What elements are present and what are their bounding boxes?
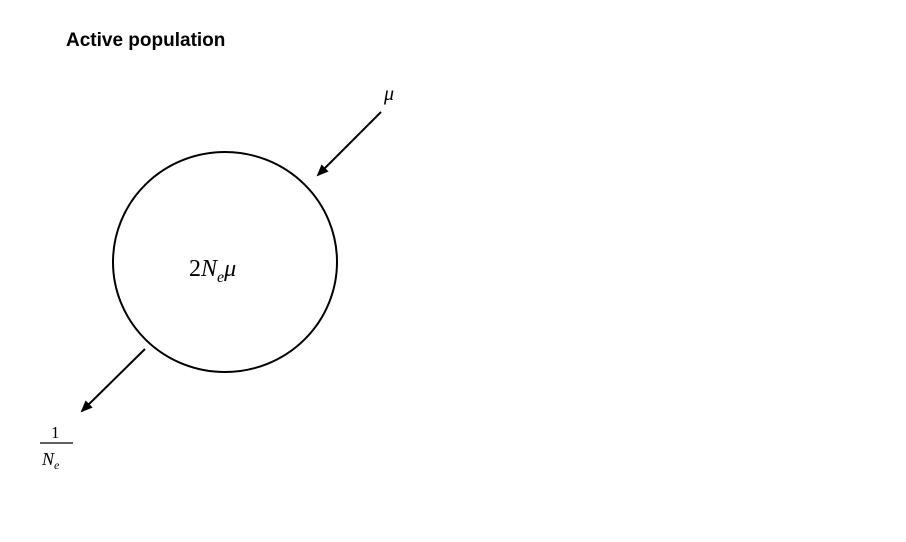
population-pool-circle: [112, 151, 338, 373]
center-label: 2Neμ: [189, 256, 236, 286]
center-subscript: e: [217, 269, 224, 286]
outflow-arrow: [80, 348, 146, 413]
outflow-numerator: 1: [51, 423, 60, 442]
center-symbol: N: [200, 256, 219, 282]
center-rate: μ: [223, 256, 236, 282]
inflow-rate-label: μ: [383, 83, 394, 105]
center-coefficient: 2: [189, 256, 201, 282]
outflow-denominator-symbol: N: [41, 449, 55, 469]
outflow-denominator: Ne: [41, 449, 60, 472]
outflow-denominator-subscript: e: [54, 458, 60, 472]
inflow-arrow: [316, 111, 382, 177]
diagram-title: Active population: [66, 30, 226, 51]
